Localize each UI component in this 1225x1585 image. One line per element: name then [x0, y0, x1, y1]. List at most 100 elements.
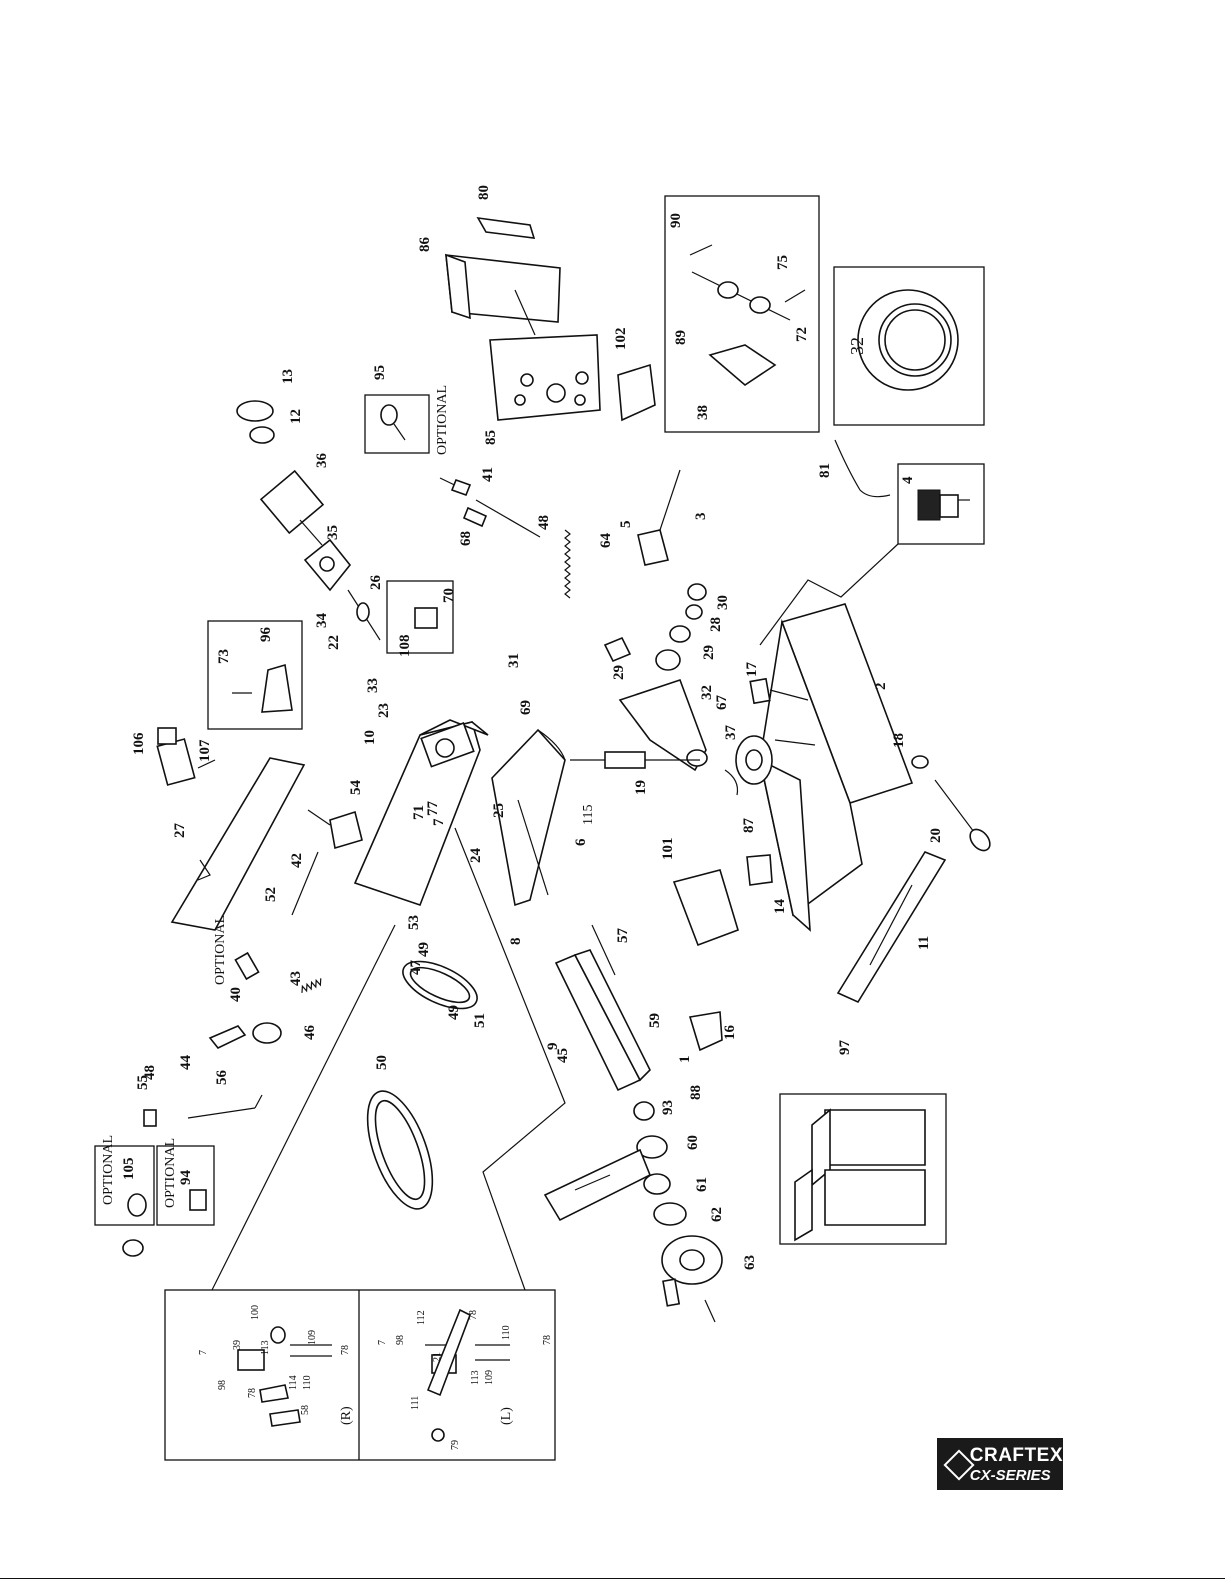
optional-part-40: [234, 951, 260, 981]
optional-label-105: OPTIONAL: [101, 1135, 116, 1205]
bearing-32: [857, 289, 959, 391]
bracket-16: [688, 1011, 723, 1052]
craftex-logo: CRAFTEX CX-SERIES: [937, 1438, 1063, 1490]
part-label-34: 34: [314, 613, 330, 629]
part-label-80: 80: [476, 185, 492, 200]
part-label-77: 77: [425, 801, 441, 817]
part-label-115: 115: [581, 805, 596, 825]
part-label-50: 50: [374, 1055, 390, 1070]
part-label-59: 59: [647, 1013, 663, 1028]
frame-10: [353, 719, 489, 907]
bracket-46: [208, 1022, 282, 1049]
inset-r-title: (R): [339, 1406, 354, 1425]
cover-plate-11: [836, 851, 947, 1004]
part-label-21: 21: [432, 1352, 443, 1362]
part-label-72: 72: [794, 327, 810, 342]
part-label-94: 94: [178, 1170, 194, 1186]
inset-l-label-98: 98: [395, 1335, 406, 1345]
part-label-25: 25: [491, 803, 507, 818]
nut-105b: [122, 1239, 144, 1257]
belt-cover-86: [445, 253, 561, 323]
inset-l-label-112: 112: [416, 1310, 427, 1325]
inset-box-bracket-96: [207, 620, 303, 730]
inset-r-label-100: 100: [250, 1305, 261, 1320]
inset-l-label-79: 79: [450, 1440, 461, 1450]
trunnion-67: [618, 678, 708, 772]
part-label-107: 107: [197, 739, 213, 762]
part-label-33: 33: [365, 678, 381, 693]
inset-l-label-78b: 78: [542, 1335, 553, 1345]
part-label-6: 6: [573, 838, 589, 846]
handle-80: [476, 216, 536, 239]
part-label-9: 9: [545, 1043, 561, 1051]
inset-r-label-78: 78: [340, 1345, 351, 1355]
part-label-93: 93: [660, 1100, 676, 1115]
inset-l-label-111: 111: [410, 1396, 421, 1410]
bracket-96: [232, 663, 293, 713]
inset-box-optional-105: [94, 1145, 155, 1226]
part-label-89: 89: [673, 330, 689, 345]
inset-r-label-114: 114: [288, 1375, 299, 1390]
screw-assembly-41-48-68: [439, 477, 541, 538]
part-label-57: 57: [615, 928, 631, 944]
part-label-43: 43: [288, 971, 304, 986]
part-label-101: 101: [660, 838, 676, 861]
inset-box-switch-70: [386, 580, 454, 654]
spring-64: [564, 529, 571, 599]
part-label-49: 49: [416, 942, 432, 957]
bracket-14: [746, 854, 773, 886]
block-54: [329, 810, 363, 850]
part-label-56: 56: [214, 1070, 230, 1086]
inset-box-gearbox-detail: [664, 195, 820, 433]
footer-rule: [0, 1578, 1225, 1579]
part-label-61: 61: [694, 1177, 710, 1192]
inset-r-label-110: 110: [302, 1375, 313, 1390]
inset-box-motor-4: [897, 463, 985, 545]
cable-81: [834, 439, 891, 498]
part-label-5: 5: [618, 521, 634, 529]
handle-20: [911, 755, 991, 852]
part-label-102: 102: [613, 328, 629, 351]
part-label-4: 4: [900, 476, 916, 484]
part-label-108: 108: [397, 635, 413, 658]
inset-r-label-39: 39: [232, 1340, 243, 1350]
spring-43: [301, 978, 322, 993]
part-label-48b: 48: [142, 1065, 158, 1080]
part-label-52: 52: [263, 887, 279, 902]
inset-l-label-109: 109: [484, 1370, 495, 1385]
inset-r-label-78b: 78: [247, 1388, 258, 1398]
stand-97: [794, 1108, 926, 1242]
part-label-64: 64: [598, 533, 614, 549]
part-label-68: 68: [458, 531, 474, 546]
part-label-11: 11: [916, 936, 932, 950]
switch-70: [414, 607, 438, 629]
part-label-26: 26: [368, 575, 384, 591]
part-label-10: 10: [362, 730, 378, 745]
inset-r-label-7: 7: [198, 1350, 209, 1355]
part-label-69: 69: [518, 700, 534, 715]
part-label-2: 2: [873, 683, 889, 691]
part-label-106: 106: [131, 732, 147, 755]
part-label-86: 86: [417, 237, 433, 253]
part-label-88: 88: [688, 1085, 704, 1100]
inset-r-label-113: 113: [260, 1340, 271, 1355]
part-label-45: 45: [555, 1048, 571, 1063]
blade-50: [366, 1090, 434, 1210]
part-label-85: 85: [483, 430, 499, 445]
optional-label-40: OPTIONAL: [213, 915, 228, 985]
optional-part-95: [380, 404, 406, 441]
brand-name: CRAFTEX: [969, 1444, 1063, 1466]
part-label-24: 24: [468, 848, 484, 864]
part-label-73: 73: [216, 649, 232, 664]
switch-106: [156, 727, 196, 786]
rod-42: [291, 851, 319, 916]
part-label-70: 70: [441, 588, 457, 603]
part-label-105: 105: [121, 1158, 137, 1181]
part-label-29: 29: [611, 665, 627, 680]
cover-38: [708, 344, 777, 387]
part-label-41: 41: [480, 467, 496, 482]
plate-17: [749, 677, 771, 705]
part-label-37: 37: [723, 725, 739, 741]
part-label-36: 36: [314, 453, 330, 469]
part-label-38: 38: [695, 405, 711, 420]
